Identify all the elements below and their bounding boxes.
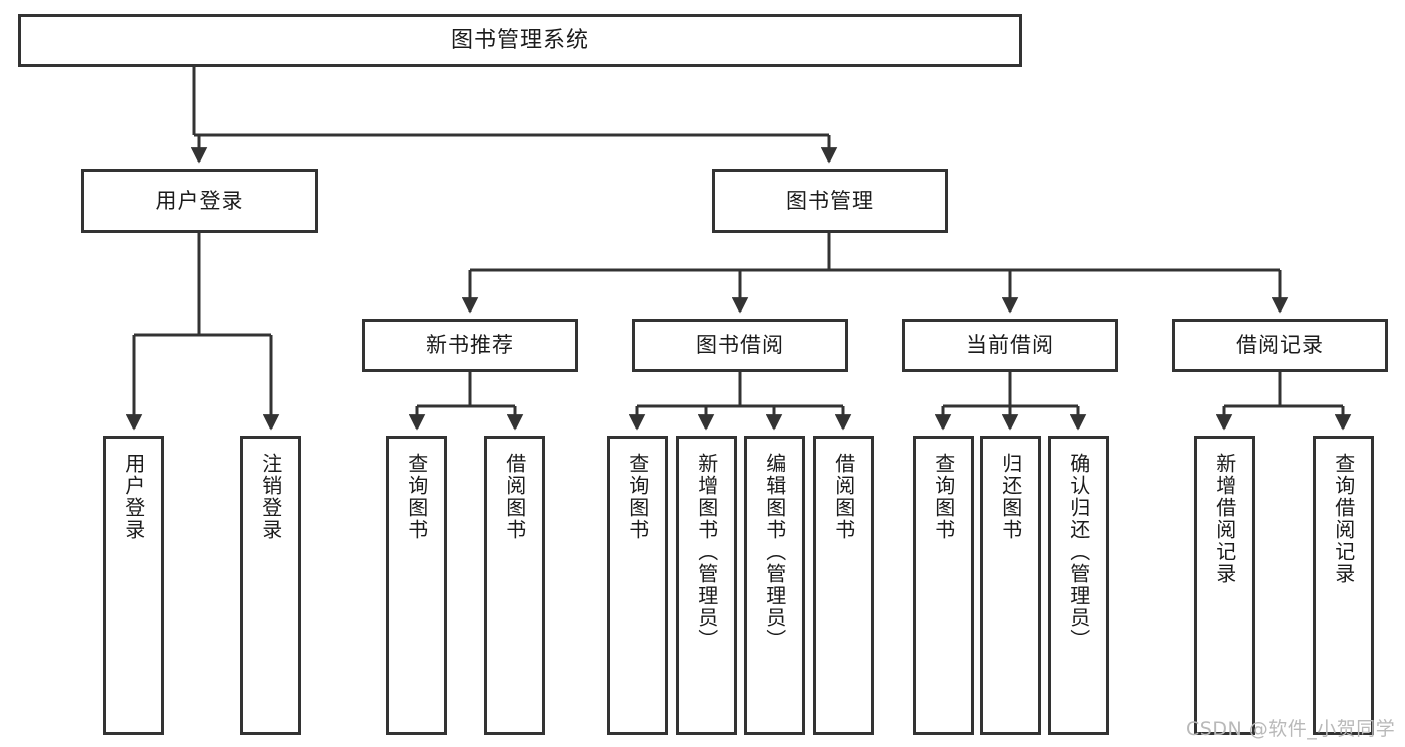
node-leaf-query-book-recommend-label: 查询图书 — [404, 453, 429, 541]
csdn-watermark: CSDN @软件_小贺同学 — [1186, 718, 1396, 740]
node-leaf-query-book-borrow[interactable]: 查询图书 — [607, 436, 668, 735]
node-leaf-query-book-current[interactable]: 查询图书 — [913, 436, 974, 735]
node-current-borrow-label: 当前借阅 — [966, 333, 1054, 358]
node-leaf-query-book-current-label: 查询图书 — [931, 453, 956, 541]
node-book-borrow-label: 图书借阅 — [696, 333, 784, 358]
node-new-book-recommend-label: 新书推荐 — [426, 333, 514, 358]
node-leaf-edit-book[interactable]: 编辑图书（管理员） — [744, 436, 805, 735]
node-leaf-query-borrow-record-label: 查询借阅记录 — [1331, 453, 1356, 585]
node-leaf-borrow-book-recommend[interactable]: 借阅图书 — [484, 436, 545, 735]
node-leaf-user-logout[interactable]: 注销登录 — [240, 436, 301, 735]
node-book-borrow[interactable]: 图书借阅 — [632, 319, 848, 372]
node-leaf-query-borrow-record[interactable]: 查询借阅记录 — [1313, 436, 1374, 735]
node-leaf-user-login[interactable]: 用户登录 — [103, 436, 164, 735]
node-leaf-confirm-return-label: 确认归还（管理员） — [1066, 453, 1091, 651]
node-leaf-confirm-return[interactable]: 确认归还（管理员） — [1048, 436, 1109, 735]
node-new-book-recommend[interactable]: 新书推荐 — [362, 319, 578, 372]
node-borrow-record[interactable]: 借阅记录 — [1172, 319, 1388, 372]
node-leaf-query-book-recommend[interactable]: 查询图书 — [386, 436, 447, 735]
node-leaf-borrow-book-recommend-label: 借阅图书 — [502, 453, 527, 541]
node-leaf-edit-book-label: 编辑图书（管理员） — [762, 453, 787, 651]
node-leaf-return-book-label: 归还图书 — [998, 453, 1023, 541]
node-leaf-add-borrow-record[interactable]: 新增借阅记录 — [1194, 436, 1255, 735]
node-book-management-label: 图书管理 — [786, 188, 874, 213]
node-user-login-label: 用户登录 — [155, 188, 244, 213]
node-leaf-query-book-borrow-label: 查询图书 — [625, 453, 650, 541]
node-current-borrow[interactable]: 当前借阅 — [902, 319, 1118, 372]
node-leaf-add-book-label: 新增图书（管理员） — [694, 453, 719, 651]
node-root-label: 图书管理系统 — [450, 27, 589, 53]
node-leaf-user-logout-label: 注销登录 — [258, 453, 283, 541]
node-leaf-borrow-book-label: 借阅图书 — [831, 453, 856, 541]
node-leaf-add-book[interactable]: 新增图书（管理员） — [676, 436, 737, 735]
node-borrow-record-label: 借阅记录 — [1236, 333, 1324, 358]
node-book-management[interactable]: 图书管理 — [712, 169, 948, 233]
node-root[interactable]: 图书管理系统 — [18, 14, 1022, 67]
node-leaf-user-login-label: 用户登录 — [121, 453, 146, 541]
node-leaf-borrow-book[interactable]: 借阅图书 — [813, 436, 874, 735]
node-leaf-return-book[interactable]: 归还图书 — [980, 436, 1041, 735]
node-user-login[interactable]: 用户登录 — [81, 169, 318, 233]
node-leaf-add-borrow-record-label: 新增借阅记录 — [1212, 453, 1237, 585]
